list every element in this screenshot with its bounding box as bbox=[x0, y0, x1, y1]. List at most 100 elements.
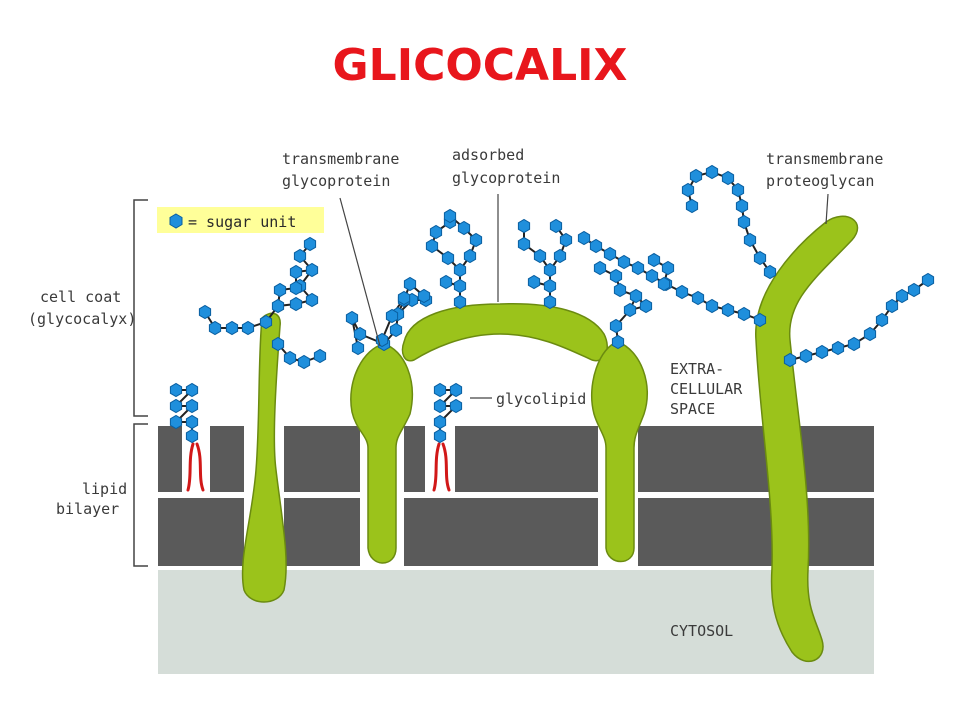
adsorbed-glycoprotein-body bbox=[401, 303, 608, 362]
sugar-unit bbox=[577, 230, 591, 246]
transmembrane-glycoprotein-right bbox=[590, 341, 648, 563]
transmembrane-protein-left bbox=[241, 312, 287, 603]
transmembrane-proteoglycan-label: transmembrane proteoglycan bbox=[766, 150, 883, 190]
legend-box bbox=[157, 207, 324, 233]
extracellular-space-label: EXTRA- CELLULAR SPACE bbox=[670, 360, 743, 418]
sugar-unit bbox=[527, 274, 541, 290]
sugar-unit bbox=[831, 340, 845, 356]
sugar-unit bbox=[691, 290, 705, 306]
sugar-unit bbox=[169, 414, 183, 430]
sugar-unit bbox=[799, 348, 813, 364]
sugar-unit bbox=[185, 414, 199, 430]
sugar-unit bbox=[271, 298, 285, 314]
sugar-unit bbox=[609, 318, 623, 334]
sugar-unit bbox=[657, 276, 671, 292]
sugar-chain-link-6 bbox=[277, 343, 321, 364]
sugar-unit bbox=[198, 304, 212, 320]
sugar-unit bbox=[289, 296, 303, 312]
sugar-unit bbox=[603, 246, 617, 262]
extracellular-line2: CELLULAR bbox=[670, 380, 743, 398]
transmembrane-glycoprotein-body bbox=[350, 343, 414, 564]
sugar-unit bbox=[305, 292, 319, 308]
lipid-bilayer-label-line1: lipid bbox=[82, 480, 127, 498]
sugar-unit bbox=[753, 312, 767, 328]
sugar-unit bbox=[735, 198, 749, 214]
sugar-unit bbox=[589, 238, 603, 254]
glycolipid-tails bbox=[186, 442, 451, 492]
sugar-unit bbox=[533, 248, 547, 264]
sugar-unit bbox=[439, 274, 453, 290]
sugar-unit bbox=[185, 398, 199, 414]
sugar-unit bbox=[208, 320, 222, 336]
sugar-unit bbox=[389, 322, 403, 338]
transmembrane-glycoprotein-label: transmembrane glycoprotein bbox=[282, 150, 399, 190]
sugar-chain-link-15 bbox=[549, 225, 568, 271]
sugar-unit bbox=[639, 298, 653, 314]
sugar-unit bbox=[283, 350, 297, 366]
sugar-unit bbox=[305, 262, 319, 278]
sugar-unit bbox=[721, 302, 735, 318]
glycolipid-label: glycolipid bbox=[496, 390, 586, 408]
sugar-unit bbox=[351, 340, 365, 356]
transmembrane-proteoglycan-body bbox=[755, 215, 859, 663]
sugar-unit bbox=[313, 348, 327, 364]
sugar-unit bbox=[417, 288, 431, 304]
sugar-unit bbox=[763, 264, 777, 280]
sugar-unit bbox=[753, 250, 767, 266]
sugar-unit bbox=[241, 320, 255, 336]
sugar-unit bbox=[443, 208, 457, 224]
lipid-bilayer-label: lipid bilayer bbox=[56, 480, 127, 518]
sugar-unit bbox=[433, 414, 447, 430]
sugar-unit bbox=[609, 268, 623, 284]
sugar-unit bbox=[631, 260, 645, 276]
sugar-unit-legend: = sugar unit bbox=[157, 207, 324, 233]
cytosol-label: CYTOSOL bbox=[670, 622, 733, 640]
sugar-unit bbox=[469, 232, 483, 248]
sugar-unit bbox=[185, 428, 199, 444]
sugar-unit bbox=[441, 250, 455, 266]
sugar-unit bbox=[743, 232, 757, 248]
sugar-unit bbox=[647, 252, 661, 268]
sugar-unit bbox=[559, 232, 573, 248]
sugar-unit bbox=[815, 344, 829, 360]
tm-glycoprotein-label-line1: transmembrane bbox=[282, 150, 399, 168]
sugar-unit bbox=[593, 260, 607, 276]
adsorbed-label-line2: glycoprotein bbox=[452, 169, 560, 187]
side-brackets bbox=[133, 199, 148, 567]
sugar-unit bbox=[661, 260, 675, 276]
sugar-unit bbox=[453, 262, 467, 278]
sugar-unit bbox=[433, 382, 447, 398]
sugar-unit bbox=[675, 284, 689, 300]
sugar-unit bbox=[611, 334, 625, 350]
cell-coat-label-line1: cell coat bbox=[40, 288, 121, 306]
sugar-unit bbox=[429, 224, 443, 240]
sugar-unit bbox=[259, 314, 273, 330]
sugar-unit bbox=[433, 398, 447, 414]
sugar-unit bbox=[613, 282, 627, 298]
extracellular-line1: EXTRA- bbox=[670, 360, 724, 378]
sugar-unit bbox=[681, 182, 695, 198]
sugar-unit bbox=[645, 268, 659, 284]
sugar-unit bbox=[517, 236, 531, 252]
extracellular-line3: SPACE bbox=[670, 400, 715, 418]
sugar-unit bbox=[449, 398, 463, 414]
sugar-unit bbox=[185, 382, 199, 398]
sugar-unit bbox=[397, 290, 411, 306]
page-title: GLICOCALIX bbox=[332, 40, 628, 91]
sugar-unit bbox=[345, 310, 359, 326]
adsorbed-glycoprotein-label: adsorbed glycoprotein bbox=[452, 146, 560, 187]
sugar-unit bbox=[705, 298, 719, 314]
tm-glycoprotein-label-line2: glycoprotein bbox=[282, 172, 390, 190]
leader-lines bbox=[339, 193, 829, 399]
sugar-unit bbox=[895, 288, 909, 304]
sugar-unit bbox=[629, 288, 643, 304]
sugar-unit bbox=[517, 218, 531, 234]
sugar-unit bbox=[543, 262, 557, 278]
sugar-unit bbox=[689, 168, 703, 184]
sugar-unit bbox=[553, 248, 567, 264]
proteoglycan-label-line1: transmembrane bbox=[766, 150, 883, 168]
sugar-unit bbox=[731, 182, 745, 198]
sugar-units bbox=[169, 164, 935, 444]
sugar-unit bbox=[875, 312, 889, 328]
